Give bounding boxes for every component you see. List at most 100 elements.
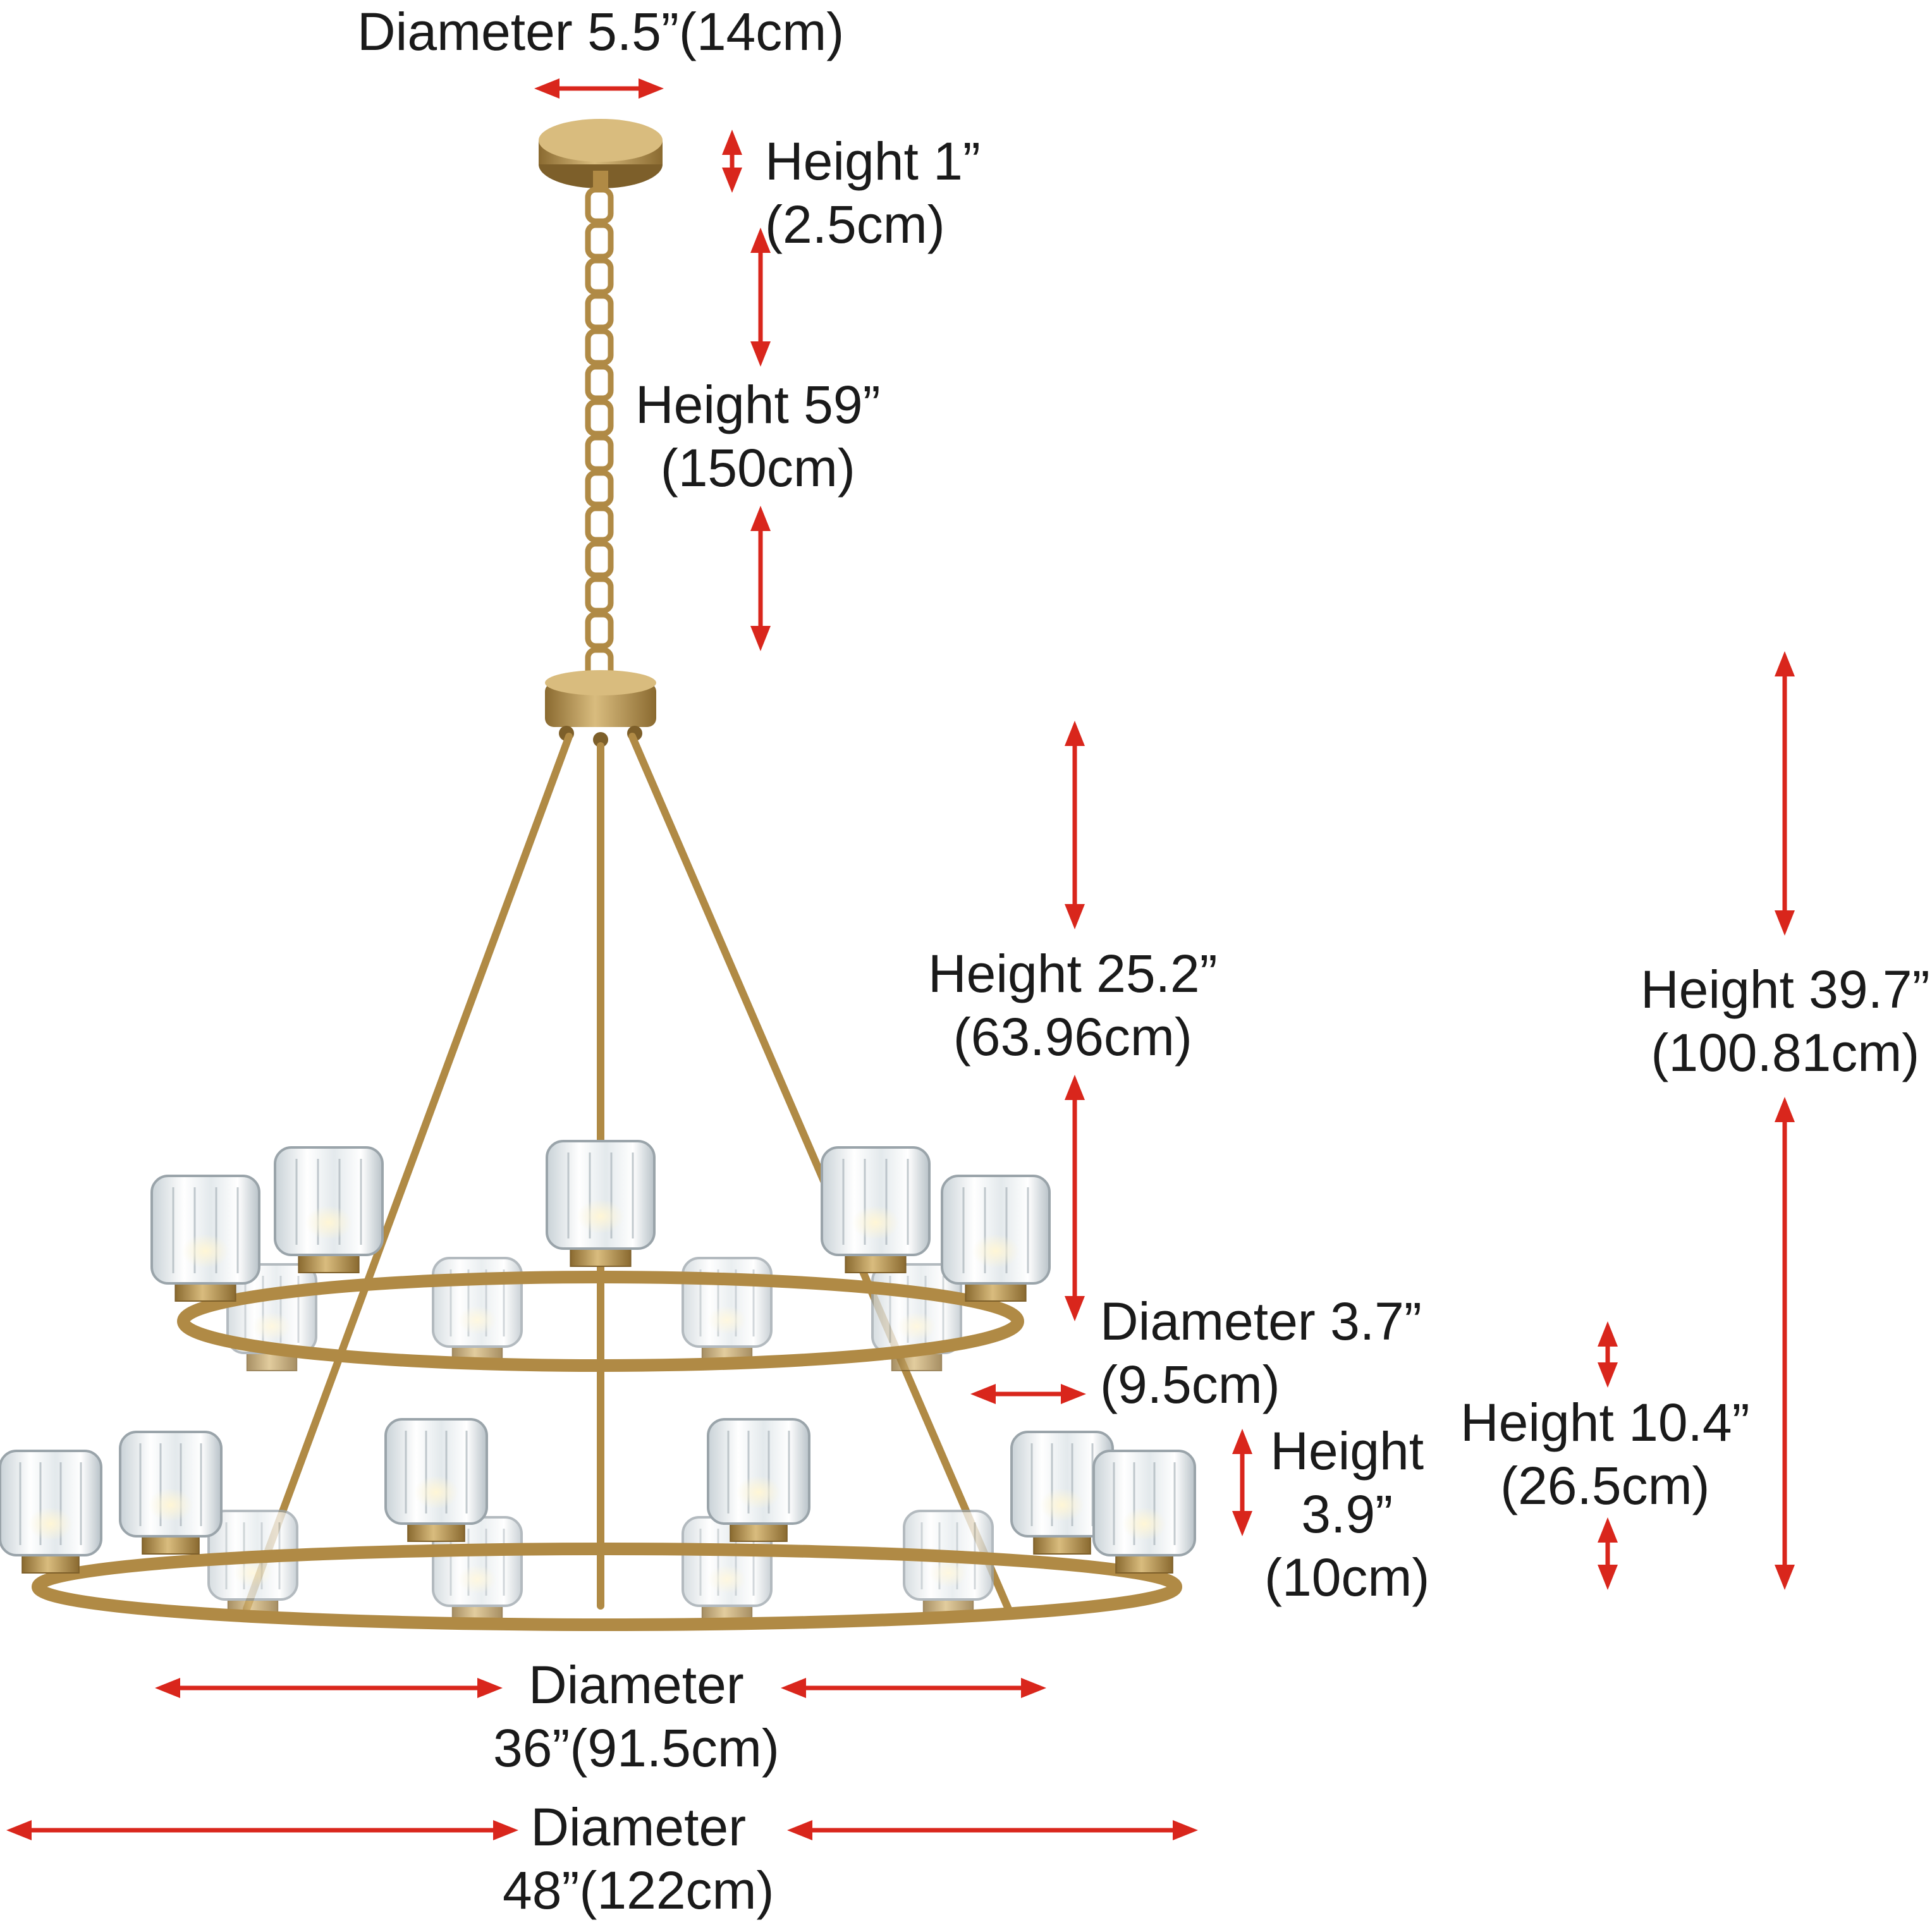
arrow-head [750, 506, 771, 531]
hub-hook [593, 732, 608, 747]
bulb-glow [707, 1565, 747, 1594]
arrow-head [1065, 1296, 1085, 1321]
arrow-head [787, 1820, 812, 1840]
support-rod [628, 733, 1012, 1613]
bulb-glow [972, 1233, 1020, 1269]
bulb-glow [233, 1558, 272, 1587]
crystal-shade-icon [150, 1175, 260, 1302]
chain-link [585, 470, 614, 508]
bulb-glow [577, 1199, 625, 1234]
bulb-glow [897, 1312, 936, 1341]
crystal-shade-icon [821, 1146, 931, 1273]
arrow-head [1775, 910, 1795, 936]
arrow-head [1173, 1820, 1198, 1840]
canopy-diameter-label: Diameter 5.5”(14cm) [357, 2, 845, 61]
arrow-head [155, 1678, 180, 1698]
bulb-glow [148, 1488, 193, 1522]
shade-glass [941, 1175, 1051, 1285]
chain-link [585, 257, 614, 295]
double-headed-arrow-icon [534, 78, 664, 99]
lower-ring-diameter-label: Diameter 48”(122cm) [503, 1797, 774, 1920]
arrow-head [722, 130, 742, 155]
shade-glass [546, 1140, 656, 1250]
shade-glass [1092, 1450, 1196, 1556]
shade-glass [150, 1175, 260, 1285]
arrow-head [1598, 1362, 1618, 1388]
arrow-head [750, 626, 771, 651]
chain-link [585, 328, 614, 366]
double-headed-arrow-icon [155, 1678, 503, 1698]
chain-link [585, 222, 614, 260]
chain-link [585, 505, 614, 543]
bulb-glow [181, 1233, 229, 1269]
arrow-head [534, 78, 559, 99]
crystal-shade-icon [274, 1146, 384, 1273]
upper-ring-diameter-label: Diameter 36”(91.5cm) [493, 1655, 780, 1778]
arrow-head [1598, 1321, 1618, 1347]
double-headed-arrow-icon [781, 1678, 1046, 1698]
chain-link [585, 399, 614, 437]
double-headed-arrow-icon [1065, 1075, 1085, 1321]
bulb-glow [413, 1476, 459, 1509]
chain-link [585, 576, 614, 614]
shade-glass [821, 1146, 931, 1256]
arrow-head [1065, 1075, 1085, 1100]
crystal-shade-icon [0, 1450, 102, 1574]
chain-link [585, 293, 614, 331]
shade-glass [119, 1431, 223, 1538]
double-headed-arrow-icon [722, 130, 742, 193]
support-rod [243, 733, 573, 1613]
bulb-glow [929, 1558, 968, 1587]
shade-glass [707, 1418, 810, 1525]
arrow-head [1061, 1384, 1086, 1404]
double-headed-arrow-icon [1775, 1097, 1795, 1590]
chain-link [585, 186, 614, 224]
arrow-head [1021, 1678, 1046, 1698]
bulb-glow [707, 1305, 747, 1335]
arrow-head [750, 228, 771, 253]
bulb-glow [458, 1565, 497, 1594]
arrow-head [1598, 1517, 1618, 1543]
bulb-glow [28, 1507, 73, 1541]
shade-diameter-label: Diameter 3.7” (9.5cm) [1100, 1292, 1422, 1414]
shade-height-label: Height 3.9” (10cm) [1264, 1421, 1430, 1607]
bulb-glow [458, 1305, 497, 1335]
bulb-glow [736, 1476, 781, 1509]
crystal-shade-icon [384, 1418, 488, 1542]
upper-ring [177, 1271, 1024, 1372]
hanging-chain [585, 186, 614, 685]
double-headed-arrow-icon [970, 1384, 1086, 1404]
double-headed-arrow-icon [6, 1820, 518, 1840]
double-headed-arrow-icon [1598, 1517, 1618, 1590]
arrow-head [639, 78, 664, 99]
arrow-head [493, 1820, 518, 1840]
double-headed-arrow-icon [787, 1820, 1198, 1840]
upper-height-label: Height 25.2” (63.96cm) [928, 944, 1218, 1067]
double-headed-arrow-icon [1775, 651, 1795, 936]
chain-link [585, 434, 614, 472]
double-headed-arrow-icon [1598, 1321, 1618, 1388]
double-headed-arrow-icon [1232, 1429, 1252, 1536]
bulb-glow [305, 1205, 353, 1240]
crystal-shade-icon [1092, 1450, 1196, 1574]
lower-tier-height-label: Height 10.4” (26.5cm) [1460, 1393, 1750, 1515]
arrow-head [1232, 1429, 1252, 1454]
arrow-head [1065, 904, 1085, 929]
chain-link [585, 364, 614, 401]
arrow-head [750, 341, 771, 367]
canopy-height-label: Height 1” (2.5cm) [765, 131, 981, 254]
center-hub-top [545, 670, 656, 695]
bulb-glow [1039, 1488, 1085, 1522]
chandelier-fixture [0, 119, 1196, 1631]
shade-glass [274, 1146, 384, 1256]
arrow-head [477, 1678, 503, 1698]
chain-link [585, 541, 614, 578]
dimension-arrows [6, 78, 1795, 1840]
ceiling-canopy-top [539, 119, 663, 162]
bulb-glow [1122, 1507, 1167, 1541]
arrow-head [781, 1678, 806, 1698]
bulb-glow [852, 1205, 900, 1240]
chain-height-label: Height 59” (150cm) [635, 375, 881, 498]
chain-link [585, 611, 614, 649]
